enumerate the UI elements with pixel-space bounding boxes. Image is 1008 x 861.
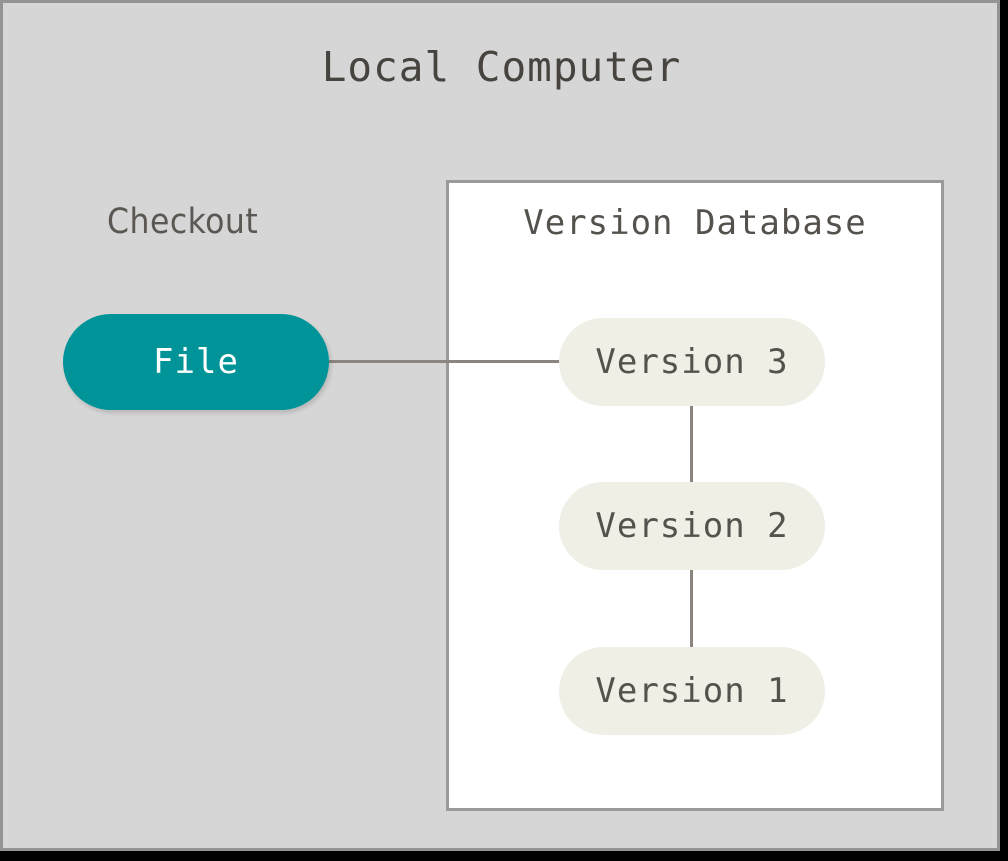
connector-file-to-version-3 <box>325 360 565 363</box>
node-version-3[interactable]: Version 3 <box>559 318 825 406</box>
version-database-title: Version Database <box>523 203 867 243</box>
node-version-2-label: Version 2 <box>595 506 789 546</box>
node-file[interactable]: File <box>63 314 329 410</box>
node-version-2[interactable]: Version 2 <box>559 482 825 570</box>
connector-version-2-to-version-1 <box>690 568 693 650</box>
node-file-label: File <box>153 342 239 382</box>
checkout-label: Checkout <box>107 202 259 242</box>
node-version-3-label: Version 3 <box>595 342 789 382</box>
node-version-1-label: Version 1 <box>595 671 789 711</box>
node-version-1[interactable]: Version 1 <box>559 647 825 735</box>
connector-version-3-to-version-2 <box>690 403 693 485</box>
diagram-title: Local Computer <box>321 43 682 91</box>
